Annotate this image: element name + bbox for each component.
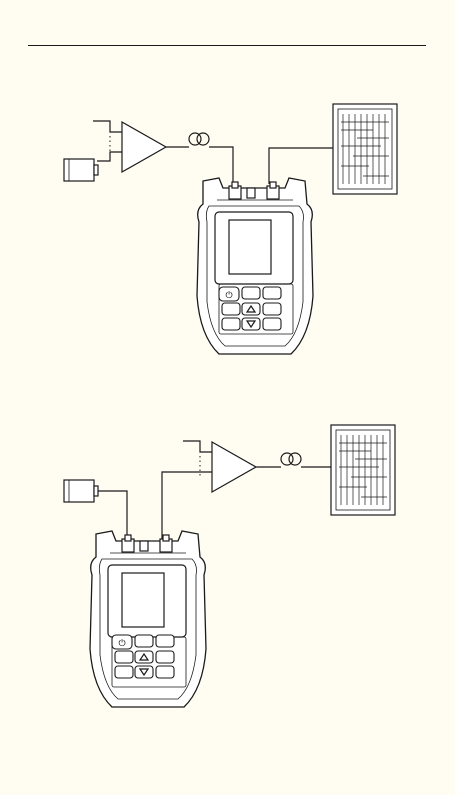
key-1[interactable] [135,635,153,647]
footer-text: … … … … … … [8,791,82,795]
fiber-spool-icon [189,133,209,145]
patch-panel-icon [333,104,397,194]
key-4[interactable] [156,651,174,663]
key-6[interactable] [156,666,174,678]
key-5[interactable] [222,318,240,330]
amplifier-icon [122,122,166,172]
key-2[interactable] [263,287,281,299]
key-5[interactable] [115,666,133,678]
top-panel: ⏻ [64,104,397,354]
light-source-icon [64,480,98,502]
bottom-panel: ⏻ [64,425,395,707]
patch-panel-icon [331,425,395,515]
amplifier-icon [212,442,256,492]
key-3[interactable] [222,303,240,315]
key-down[interactable] [242,318,260,330]
fiber-spool-icon [281,453,301,465]
keypad: ⏻ [112,635,174,678]
power-icon: ⏻ [225,290,232,301]
light-source-icon [64,159,98,181]
key-4[interactable] [263,303,281,315]
keypad: ⏻ [219,287,281,330]
power-icon: ⏻ [118,638,125,649]
power-meter-icon [90,531,206,707]
key-down[interactable] [135,666,153,678]
key-2[interactable] [156,635,174,647]
key-6[interactable] [263,318,281,330]
key-up[interactable] [135,651,153,663]
key-up[interactable] [242,303,260,315]
key-3[interactable] [115,651,133,663]
key-1[interactable] [242,287,260,299]
